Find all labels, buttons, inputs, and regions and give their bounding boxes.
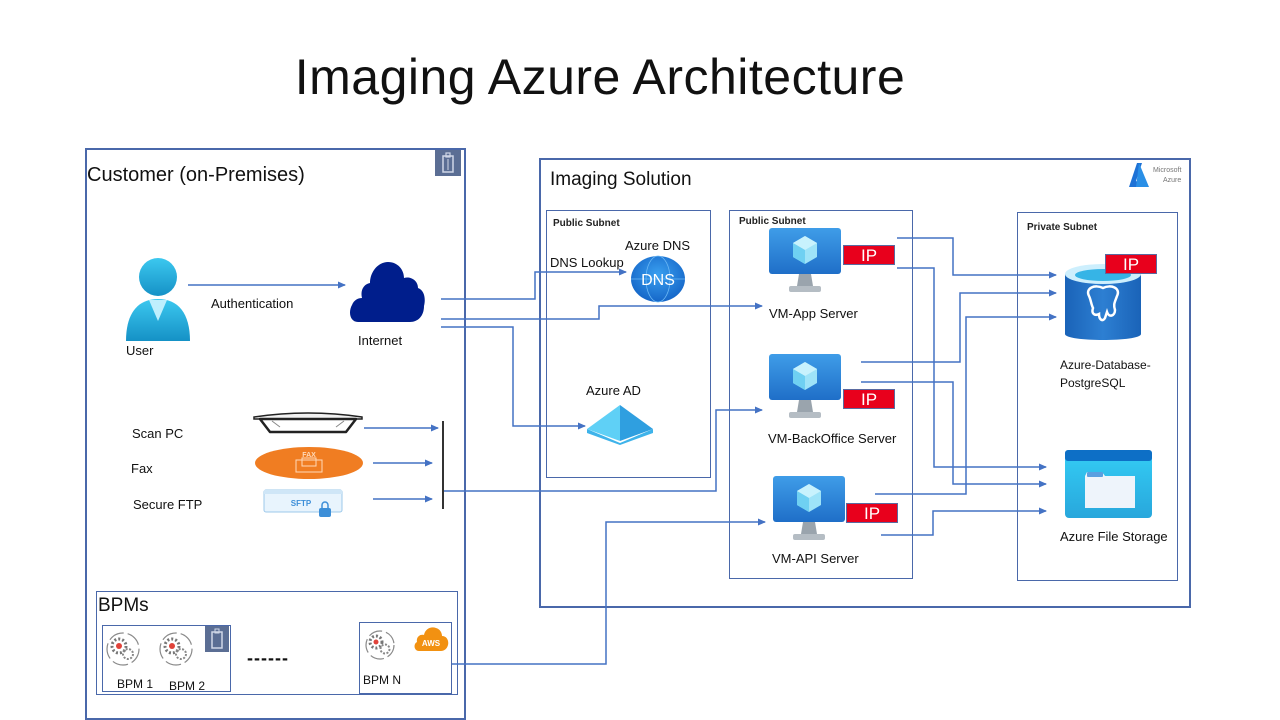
db-label-line1: Azure-Database- xyxy=(1060,358,1151,372)
wire-internet-to-vm-app xyxy=(441,302,763,320)
wire-vm-app-to-db-1 xyxy=(897,237,1057,279)
microsoft-azure-logo: Microsoft Azure xyxy=(1127,161,1189,189)
user-label: User xyxy=(126,343,154,358)
bpm-1-label: BPM 1 xyxy=(117,677,154,691)
bpm-gear-icon xyxy=(363,629,397,661)
public-subnet-1-label: Public Subnet xyxy=(553,218,620,229)
db-label-line2: PostgreSQL xyxy=(1060,376,1126,390)
scan-pc-label: Scan PC xyxy=(132,426,184,441)
bpm-ellipsis: ------ xyxy=(247,648,289,668)
azure-ad-label: Azure AD xyxy=(586,383,641,398)
azure-ad-icon xyxy=(583,403,657,445)
azure-dns-icon: DNS xyxy=(630,255,686,303)
secure-ftp-label: Secure FTP xyxy=(133,497,203,512)
vm-app-ip-badge: IP xyxy=(843,245,895,265)
private-subnet-label: Private Subnet xyxy=(1027,222,1098,233)
private-subnet xyxy=(1017,212,1178,581)
bpm-n-label: BPM N xyxy=(363,673,402,687)
wire-internet-to-dns xyxy=(441,268,627,300)
dns-badge-text: DNS xyxy=(641,272,675,289)
azure-dns-label: Azure DNS xyxy=(625,238,691,253)
building-icon xyxy=(435,150,461,176)
wire-bpm-to-vm-api xyxy=(452,518,766,665)
page-title: Imaging Azure Architecture xyxy=(294,49,906,105)
building-icon xyxy=(205,626,229,652)
fax-label: Fax xyxy=(131,461,153,476)
bpm-n-box xyxy=(359,622,452,694)
aws-cloud-icon: AWS xyxy=(413,625,449,653)
azure-logo-line1: Microsoft xyxy=(1153,167,1181,174)
vm-app-server-label: VM-App Server xyxy=(769,306,858,321)
wire-vm-backoffice-to-db xyxy=(861,289,1057,363)
azure-logo-line2: Azure xyxy=(1163,177,1181,184)
vm-api-ip-badge: IP xyxy=(846,503,898,523)
public-subnet-1 xyxy=(546,210,711,478)
bpms-label: BPMs xyxy=(98,595,149,616)
wire-vm-api-to-db xyxy=(875,313,1057,495)
aws-badge-text: AWS xyxy=(422,639,441,648)
public-subnet-2-label: Public Subnet xyxy=(739,216,806,227)
bpm-onprem-box xyxy=(102,625,231,692)
wire-vm-api-to-storage xyxy=(881,507,1047,536)
imaging-solution-group xyxy=(539,158,1191,608)
vm-backoffice-server-icon xyxy=(769,354,841,420)
user-icon xyxy=(122,255,194,343)
wire-internet-to-azure-ad xyxy=(441,326,586,430)
bpm-gear-icon xyxy=(158,630,194,668)
sftp-icon: SFTP xyxy=(263,488,345,518)
wire-vm-app-to-storage xyxy=(897,267,1047,471)
imaging-solution-label: Imaging Solution xyxy=(550,169,692,190)
db-ip-badge: IP xyxy=(1105,254,1157,274)
sftp-badge-text: SFTP xyxy=(291,499,312,508)
internet-label: Internet xyxy=(358,333,403,348)
vm-api-server-icon xyxy=(773,476,845,542)
bpm-2-label: BPM 2 xyxy=(169,679,206,693)
azure-file-storage-icon xyxy=(1065,450,1152,518)
fax-icon: FAX xyxy=(254,446,364,480)
authentication-label: Authentication xyxy=(211,296,294,311)
vm-backoffice-server-label: VM-BackOffice Server xyxy=(768,431,897,446)
wire-vm-backoffice-to-storage xyxy=(861,381,1047,488)
customer-group xyxy=(85,148,466,720)
postgresql-database-icon xyxy=(1063,262,1143,346)
dns-lookup-label: DNS Lookup xyxy=(550,255,624,270)
azure-file-storage-label: Azure File Storage xyxy=(1060,529,1168,544)
customer-group-label: Customer (on-Premises) xyxy=(87,164,305,186)
fax-badge-text: FAX xyxy=(302,452,316,459)
internet-cloud-icon xyxy=(348,258,426,324)
public-subnet-2 xyxy=(729,210,913,579)
bpm-gear-icon xyxy=(105,630,141,668)
bpms-group xyxy=(96,591,458,695)
wire-inputs-to-vm-backoffice xyxy=(444,406,763,492)
input-merge-bar xyxy=(442,421,444,509)
vm-app-server-icon xyxy=(769,228,841,294)
scanner-icon xyxy=(252,411,364,435)
vm-backoffice-ip-badge: IP xyxy=(843,389,895,409)
vm-api-server-label: VM-API Server xyxy=(772,551,859,566)
